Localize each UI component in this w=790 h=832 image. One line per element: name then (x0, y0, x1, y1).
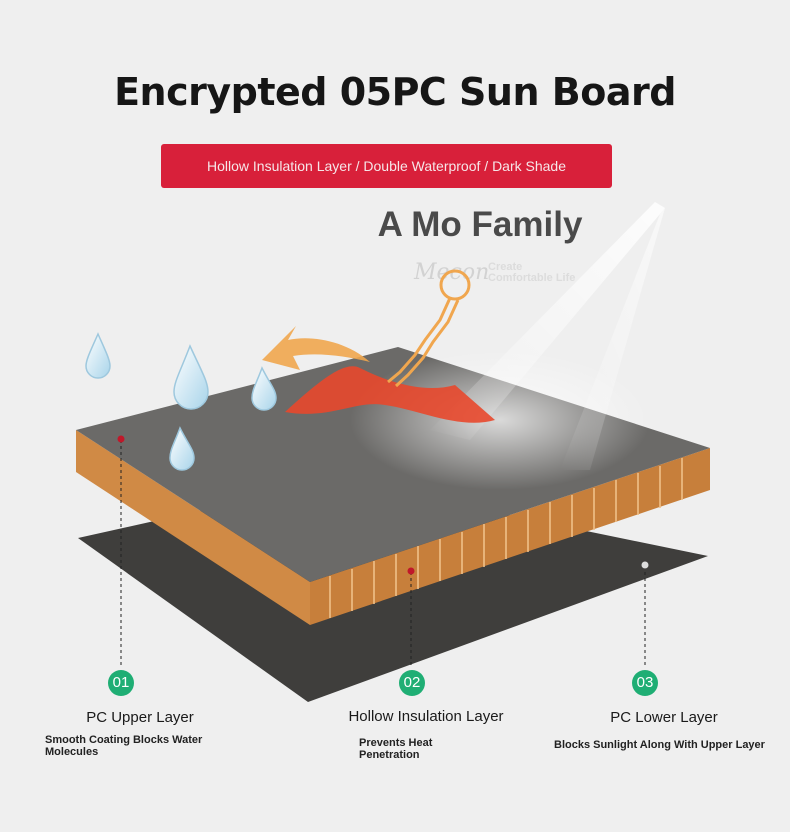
layer-title: PC Lower Layer (610, 709, 718, 726)
insulation-core-right (310, 448, 710, 625)
feature-banner: Hollow Insulation Layer / Double Waterpr… (161, 144, 612, 188)
layer-description: Blocks Sunlight Along With Upper Layer (554, 739, 765, 751)
page-title: Encrypted 05PC Sun Board (114, 70, 676, 114)
layer-title: PC Upper Layer (86, 709, 194, 726)
layer-number-badge: 03 (632, 670, 658, 696)
sun-ray-icon (430, 202, 665, 470)
insulation-core-left (76, 430, 310, 625)
marker-dot-icon (407, 567, 415, 575)
layer-title: Hollow Insulation Layer (348, 708, 504, 725)
heat-ray-icon (387, 269, 471, 388)
layer-number-badge: 01 (108, 670, 134, 696)
marker-dot-icon (117, 435, 125, 443)
brand-tagline: Create Comfortable Life (488, 262, 575, 284)
layer-description: Prevents Heat Penetration (359, 737, 432, 761)
layer-description-line-1: Blocks Sunlight Along With Upper Layer (554, 739, 765, 751)
marker-dot-icon (641, 561, 649, 569)
layer-description: Smooth Coating Blocks Water Molecules (45, 734, 202, 758)
brand-tagline-line-1: Create (488, 261, 523, 273)
brand-tagline-line-2: Comfortable Life (488, 272, 576, 284)
heat-wave-icon (285, 366, 495, 423)
heat-arrow-icon (262, 326, 370, 370)
water-drop-icon (85, 332, 277, 471)
layer-number-badge: 02 (399, 670, 425, 696)
layer-description-line-2: Penetration (359, 749, 420, 761)
core-ribs (329, 458, 683, 618)
layer-description-line-1: Smooth Coating Blocks Water (45, 734, 203, 746)
layer-description-line-1: Prevents Heat (359, 737, 433, 749)
leader-lines (120, 440, 646, 668)
brand-name: A Mo Family (377, 205, 583, 244)
layer-description-line-2: Molecules (45, 746, 99, 758)
